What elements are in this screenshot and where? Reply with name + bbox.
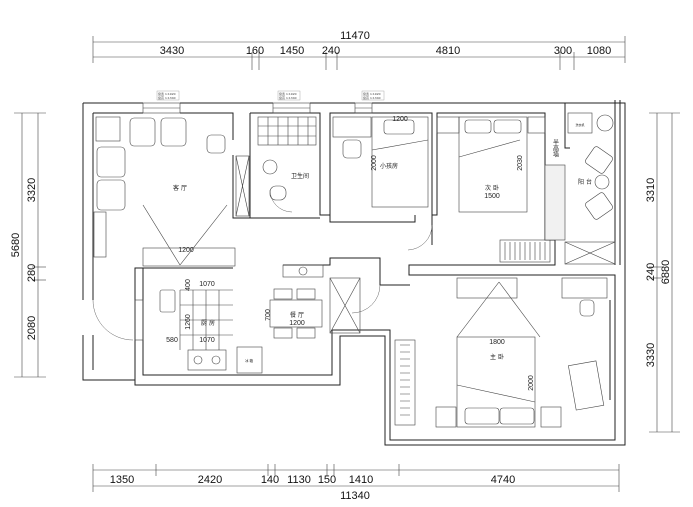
dim: 240: [645, 263, 657, 281]
window-tag: 窗高 1:1340: [363, 95, 381, 100]
dim: 3330: [645, 343, 657, 367]
dim: 4810: [436, 45, 460, 57]
room-label-living-room: 客 厅: [173, 184, 187, 192]
dim-label: 2000: [528, 375, 535, 391]
dim: 1080: [587, 45, 611, 57]
room-label-dining: 餐 厅: [290, 311, 304, 319]
bathroom-fixtures: [257, 116, 317, 201]
dim: 4740: [491, 474, 515, 486]
window-tag: 窗高 1:1340: [279, 95, 297, 100]
dim-label: 1200: [178, 247, 194, 254]
bottom-dimensions: 1350 2420 140 1130 150 1410 4740 11340: [92, 464, 620, 502]
right-total-dim: 6880: [660, 260, 672, 284]
dim: 1350: [110, 474, 134, 486]
dim: 3430: [160, 45, 184, 57]
window-tag: 窗高 1:1340: [158, 95, 176, 100]
dim-label: 700: [265, 309, 272, 321]
top-total-dim: 11470: [340, 30, 370, 42]
washer-label: 洗衣机: [575, 122, 584, 127]
dim: 150: [318, 474, 336, 486]
dim-label: 1070: [199, 337, 215, 344]
room-label-balcony: 阳 台: [578, 178, 592, 186]
dim: 2420: [198, 474, 222, 486]
room-label-second-bedroom: 次 卧: [485, 184, 499, 192]
second-bedroom-furniture: [436, 116, 551, 263]
dim-label: 580: [166, 337, 178, 344]
window-tag: 窗宽 1:1920: [279, 91, 297, 96]
dim: 140: [261, 474, 279, 486]
dim: 1410: [349, 474, 373, 486]
dim-label: 1260: [185, 314, 192, 330]
bottom-total-dim: 11340: [340, 490, 370, 502]
dim-label: 1070: [199, 281, 215, 288]
dim-label: 1200: [289, 320, 305, 327]
windows: [134, 102, 373, 341]
balcony-furniture: [544, 112, 616, 265]
walls: [82, 100, 626, 446]
dim: 240: [322, 45, 340, 57]
room-label-bathroom: 卫生间: [291, 172, 309, 180]
dim: 3310: [645, 178, 657, 202]
dim: 1450: [280, 45, 304, 57]
dim: 3320: [26, 178, 38, 202]
dim-label: 2000: [371, 155, 378, 171]
window-tags: 窗宽 1:1920 窗高 1:1340 窗宽 1:1920 窗高 1:1340 …: [156, 90, 385, 101]
room-label-kitchen: 厨 房: [201, 319, 215, 327]
fridge-label: 冰 箱: [245, 358, 254, 363]
dim: 280: [26, 264, 38, 282]
kitchen-fixtures: [159, 289, 263, 374]
dim-label: 400: [185, 279, 192, 291]
dim-label: 1200: [392, 116, 408, 123]
dining-furniture: [269, 264, 361, 339]
kids-room-furniture: [332, 116, 429, 208]
dim-label: 2030: [517, 155, 524, 171]
master-bedroom-furniture: [394, 277, 608, 428]
left-dimensions: 5680 3320 280 2080: [10, 112, 46, 378]
dim: 1130: [287, 474, 311, 486]
window-tag: 窗宽 1:1920: [158, 91, 176, 96]
dim-label: 1500: [484, 193, 500, 200]
top-dimensions: 11470 3430 160 1450 240 4810 300 1080: [92, 30, 626, 70]
dim: 160: [246, 45, 264, 57]
living-room-furniture: [93, 116, 250, 267]
half-wall-label: 半高墙: [552, 138, 559, 158]
dim: 2080: [26, 316, 38, 340]
room-label-master-bedroom: 主 卧: [490, 353, 504, 361]
dim: 300: [554, 45, 572, 57]
right-dimensions: 3310 240 3330 6880: [645, 112, 680, 433]
dim-label: 1800: [489, 339, 505, 346]
room-label-kids-room: 小孩房: [380, 162, 398, 170]
left-total-dim: 5680: [10, 233, 22, 257]
window-tag: 窗宽 1:1920: [363, 91, 381, 96]
